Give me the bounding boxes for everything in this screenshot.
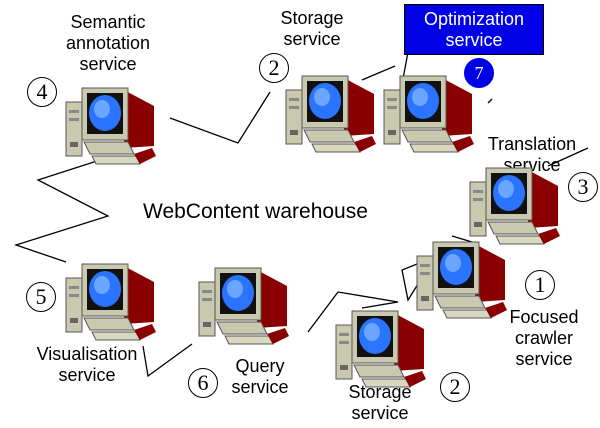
link-storage-query (307, 291, 339, 333)
label-line: service (445, 30, 503, 50)
label-line: service (351, 403, 409, 423)
link-semantic-storage (169, 91, 271, 144)
label-line: Semantic (70, 12, 146, 32)
storage-service-label: Storage service (262, 8, 362, 50)
service-number-badge: 7 (464, 58, 494, 88)
computer-icon (413, 236, 513, 326)
service-number-badge: 1 (525, 270, 555, 300)
computer-icon (62, 258, 162, 348)
label-line: Optimization (423, 9, 525, 29)
service-number-badge: 5 (26, 282, 56, 312)
link-crawler-storage (337, 291, 399, 309)
service-number-badge: 2 (259, 53, 289, 83)
label-line: crawler (514, 328, 573, 348)
label-line: Storage (280, 8, 344, 28)
computer-icon (332, 305, 432, 395)
link-translation-crawler (401, 235, 474, 302)
label-line: service (231, 377, 289, 397)
computer-icon (466, 162, 566, 252)
query-service-label: Query service (215, 356, 305, 398)
visualisation-service-label: Visualisation service (22, 344, 152, 386)
link-query-visualisation (142, 343, 193, 378)
label-line: Focused (509, 307, 579, 327)
computer-icon (195, 262, 295, 352)
link-visualisation-semantic (13, 159, 110, 263)
label-line: service (283, 29, 341, 49)
label-line: annotation (65, 33, 151, 53)
computer-icon (282, 70, 382, 160)
link-translation-right (547, 147, 589, 167)
service-number-badge: 3 (568, 172, 598, 202)
semantic-annotation-label: Semantic annotation service (48, 12, 168, 75)
service-number-badge: 2 (440, 372, 470, 402)
focused-crawler-label: Focused crawler service (494, 307, 594, 370)
link-storage-optimization (361, 65, 396, 81)
optimization-service-box: Optimization service (404, 4, 544, 55)
service-number-badge: 6 (188, 368, 218, 398)
service-number-badge: 4 (27, 77, 57, 107)
label-line: Translation (487, 134, 577, 154)
computer-icon (380, 70, 480, 160)
label-line: service (515, 349, 573, 369)
label-line: service (79, 54, 137, 74)
warehouse-title: WebContent warehouse (143, 200, 368, 223)
label-line: service (58, 365, 116, 385)
computer-icon (62, 82, 162, 172)
label-line: Visualisation (36, 344, 138, 364)
label-line: Query (235, 356, 285, 376)
link-optimization-translation (487, 98, 493, 104)
